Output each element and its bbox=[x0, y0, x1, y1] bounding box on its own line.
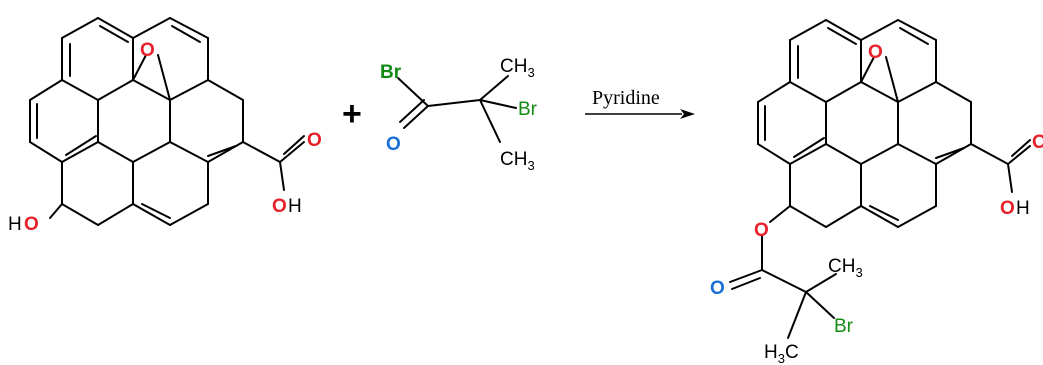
reactant-1-acid-hydrogen: H bbox=[288, 196, 302, 217]
product-methyl-right-c: CH bbox=[828, 256, 855, 277]
product-methyl-left: H3C bbox=[764, 342, 799, 365]
product-methyl-left-c: C bbox=[785, 342, 799, 363]
reactant-1-epoxide-oxygen: O bbox=[140, 40, 155, 61]
product-ester-carbonyl-oxygen: O bbox=[710, 278, 725, 299]
product-methyl-right: CH3 bbox=[828, 256, 863, 280]
product-skeleton bbox=[729, 19, 1031, 339]
reaction-arrow bbox=[585, 109, 695, 119]
reactant-2-acyl-bromine: Br bbox=[380, 62, 402, 83]
reactant-2-skeleton bbox=[397, 75, 517, 143]
reactant-2-methyl-bottom-c: CH bbox=[500, 149, 527, 170]
reactant-1-skeleton bbox=[29, 17, 305, 226]
reactant-2-methyl-top-c: CH bbox=[500, 56, 527, 77]
reactant-2-methyl-top: CH3 bbox=[500, 56, 535, 80]
product-alpha-bromine: Br bbox=[834, 316, 854, 337]
reactant-2-methyl-bottom-sub: 3 bbox=[527, 158, 534, 173]
reactant-2-methyl-bottom: CH3 bbox=[500, 149, 535, 173]
reactant-1-hydroxyl-hydrogen: H bbox=[8, 214, 22, 235]
reactant-2-alpha-bromine: Br bbox=[518, 99, 538, 120]
product-epoxide-oxygen: O bbox=[868, 42, 883, 63]
reactant-1-carbonyl-oxygen: O bbox=[307, 130, 322, 151]
product-methyl-left-sub: 3 bbox=[778, 351, 785, 365]
reactant-1-acid-oxygen: O bbox=[272, 196, 287, 217]
product-methyl-right-sub: 3 bbox=[855, 265, 862, 280]
product-carbonyl-oxygen: O bbox=[1032, 132, 1043, 153]
plus-sign: + bbox=[342, 95, 362, 133]
reactant-2-carbonyl-oxygen: O bbox=[386, 134, 401, 155]
product-methyl-left-h: H bbox=[764, 342, 778, 363]
product-acid-oxygen: O bbox=[1000, 198, 1015, 219]
product-acid-hydrogen: H bbox=[1016, 198, 1030, 219]
reaction-condition: Pyridine bbox=[592, 87, 660, 109]
reactant-1-hydroxyl-oxygen: O bbox=[24, 214, 39, 235]
reactant-2-methyl-top-sub: 3 bbox=[527, 65, 534, 80]
product-ester-oxygen: O bbox=[754, 220, 769, 241]
